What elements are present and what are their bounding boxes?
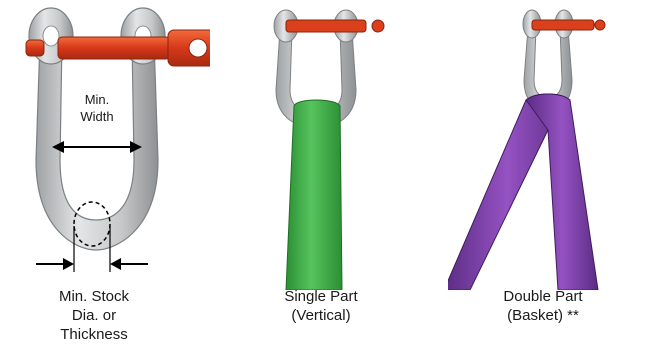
shackle-bow — [36, 40, 158, 250]
sling-icon — [286, 100, 342, 290]
shackle-dimensions-panel: Min. Width Min. Stock Dia. or Thickness — [0, 0, 210, 363]
double-part-panel: Double Part (Basket) ** — [448, 0, 638, 363]
double-part-caption: Double Part (Basket) ** — [493, 287, 593, 325]
min-width-label: Min. Width — [74, 91, 120, 125]
stock-arrows — [36, 258, 148, 270]
single-part-caption: Single Part (Vertical) — [271, 287, 371, 325]
dimension-arrow-icon — [52, 141, 142, 153]
single-part-panel: Single Part (Vertical) — [236, 0, 406, 363]
single-part-illustration — [236, 0, 406, 290]
shackle-caption: Min. Stock Dia. or Thickness — [44, 287, 144, 344]
shackle-pin — [58, 37, 170, 59]
double-part-illustration — [448, 0, 638, 290]
shackle-dimension-illustration — [0, 0, 210, 290]
